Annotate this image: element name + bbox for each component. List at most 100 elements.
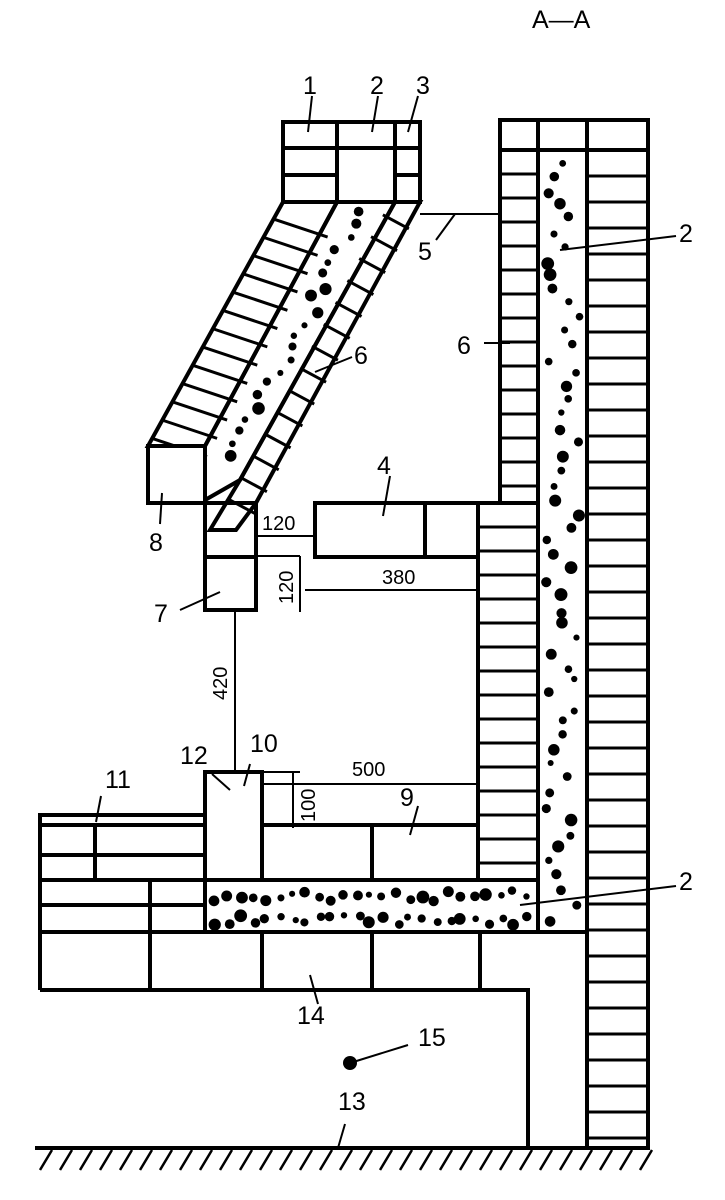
aggregate-dot bbox=[556, 450, 569, 463]
aggregate-dot bbox=[554, 588, 568, 602]
callout-2-top: 2 bbox=[370, 72, 384, 100]
brick-joint bbox=[358, 257, 386, 274]
aggregate-dot bbox=[565, 298, 573, 306]
aggregate-dot bbox=[544, 916, 556, 927]
aggregate-dot bbox=[558, 409, 565, 416]
brick-joint bbox=[638, 1149, 654, 1171]
callout-3: 3 bbox=[416, 72, 430, 100]
dim-380: 380 bbox=[382, 567, 415, 589]
insulation-fill bbox=[204, 150, 587, 932]
aggregate-dot bbox=[312, 307, 324, 319]
aggregate-dot bbox=[252, 402, 265, 415]
brick-joint bbox=[273, 217, 329, 239]
callout-6-flue: 6 bbox=[354, 342, 368, 370]
callout-6-wall: 6 bbox=[457, 332, 471, 360]
aggregate-dot bbox=[507, 886, 517, 895]
aggregate-dot bbox=[329, 245, 339, 255]
aggregate-dot bbox=[554, 197, 566, 210]
brick-joint bbox=[263, 432, 292, 450]
brick-joint bbox=[299, 366, 327, 384]
aggregate-dot bbox=[277, 912, 285, 921]
aggregate-dot bbox=[340, 912, 348, 919]
brick-joint bbox=[538, 1149, 554, 1171]
aggregate-dot bbox=[290, 332, 298, 339]
brick-joint bbox=[253, 254, 308, 276]
callout-8: 8 bbox=[149, 529, 163, 557]
brick-joint bbox=[398, 1149, 414, 1171]
aggregate-dot bbox=[316, 912, 326, 921]
aggregate-dot bbox=[248, 893, 258, 903]
aggregate-dot bbox=[472, 915, 479, 923]
aggregate-dot bbox=[558, 730, 567, 739]
aggregate-dot bbox=[470, 891, 480, 902]
brick-joint bbox=[222, 309, 278, 331]
dim-120-vertical: 120 bbox=[276, 571, 298, 604]
aggregate-dot bbox=[224, 450, 237, 462]
aggregate-dot bbox=[353, 206, 364, 217]
aggregate-dot bbox=[324, 259, 332, 266]
dim-100: 100 bbox=[298, 789, 320, 822]
aggregate-dot bbox=[543, 188, 554, 199]
brick-joint bbox=[242, 272, 298, 294]
dim-120-horizontal: 120 bbox=[262, 513, 295, 535]
aggregate-dot bbox=[442, 886, 454, 898]
callout-4: 4 bbox=[377, 452, 391, 480]
brick-joint bbox=[38, 1149, 54, 1171]
callout-9: 9 bbox=[400, 784, 414, 812]
aggregate-dot bbox=[305, 289, 317, 302]
front-block-7 bbox=[203, 501, 258, 612]
flue-top-bricks bbox=[281, 120, 422, 204]
brick-joint bbox=[334, 301, 363, 318]
brick-joint bbox=[322, 323, 351, 340]
aggregate-dot bbox=[292, 917, 299, 924]
brick-joint bbox=[252, 454, 280, 472]
aggregate-dot bbox=[325, 895, 336, 906]
brick-joint bbox=[218, 1149, 234, 1171]
brick-joint bbox=[178, 1149, 194, 1171]
aggregate-dot bbox=[572, 900, 582, 910]
aggregate-dot bbox=[241, 416, 249, 423]
brick-joint bbox=[118, 1149, 134, 1171]
aggregate-dot bbox=[301, 322, 308, 329]
aggregate-dot bbox=[548, 744, 560, 756]
aggregate-dot bbox=[236, 891, 248, 904]
callout-12: 12 bbox=[180, 742, 208, 770]
aggregate-dot bbox=[319, 283, 332, 296]
brick-joint bbox=[338, 1149, 354, 1171]
chimney-wall bbox=[476, 118, 650, 1148]
callout-15: 15 bbox=[418, 1024, 446, 1052]
aggregate-dot bbox=[566, 831, 575, 840]
brick-joint bbox=[318, 1149, 334, 1171]
brick-joint bbox=[158, 1149, 174, 1171]
aggregate-dot bbox=[547, 548, 559, 560]
aggregate-dot bbox=[208, 918, 221, 931]
aggregate-dot bbox=[377, 911, 389, 923]
brick-joint bbox=[232, 290, 288, 312]
brick-joint bbox=[558, 1149, 574, 1171]
aggregate-dot bbox=[288, 342, 297, 351]
aggregate-dot bbox=[541, 257, 555, 271]
aggregate-dot bbox=[252, 389, 263, 400]
brick-joint bbox=[238, 1149, 254, 1171]
brick-joint bbox=[578, 1149, 594, 1171]
ground-line bbox=[35, 1146, 654, 1171]
aggregate-dot bbox=[262, 377, 272, 386]
brick-joint bbox=[311, 344, 339, 362]
aggregate-dot bbox=[499, 914, 508, 923]
aggregate-dot bbox=[541, 803, 551, 814]
lintel-4 bbox=[313, 501, 480, 559]
aggregate-dot bbox=[563, 211, 574, 222]
brick-joint bbox=[518, 1149, 534, 1171]
aggregate-dot bbox=[556, 608, 567, 619]
aggregate-dot bbox=[572, 368, 580, 377]
brick-joint bbox=[287, 388, 315, 406]
aggregate-dot bbox=[544, 357, 553, 366]
aggregate-dot bbox=[550, 482, 558, 490]
brick-joint bbox=[438, 1149, 454, 1171]
support-block-8 bbox=[146, 444, 207, 505]
aggregate-dot bbox=[550, 230, 558, 238]
aggregate-dot bbox=[559, 159, 567, 167]
callout-10: 10 bbox=[250, 730, 278, 758]
aggregate-dot bbox=[568, 339, 577, 349]
aggregate-dot bbox=[355, 911, 365, 921]
